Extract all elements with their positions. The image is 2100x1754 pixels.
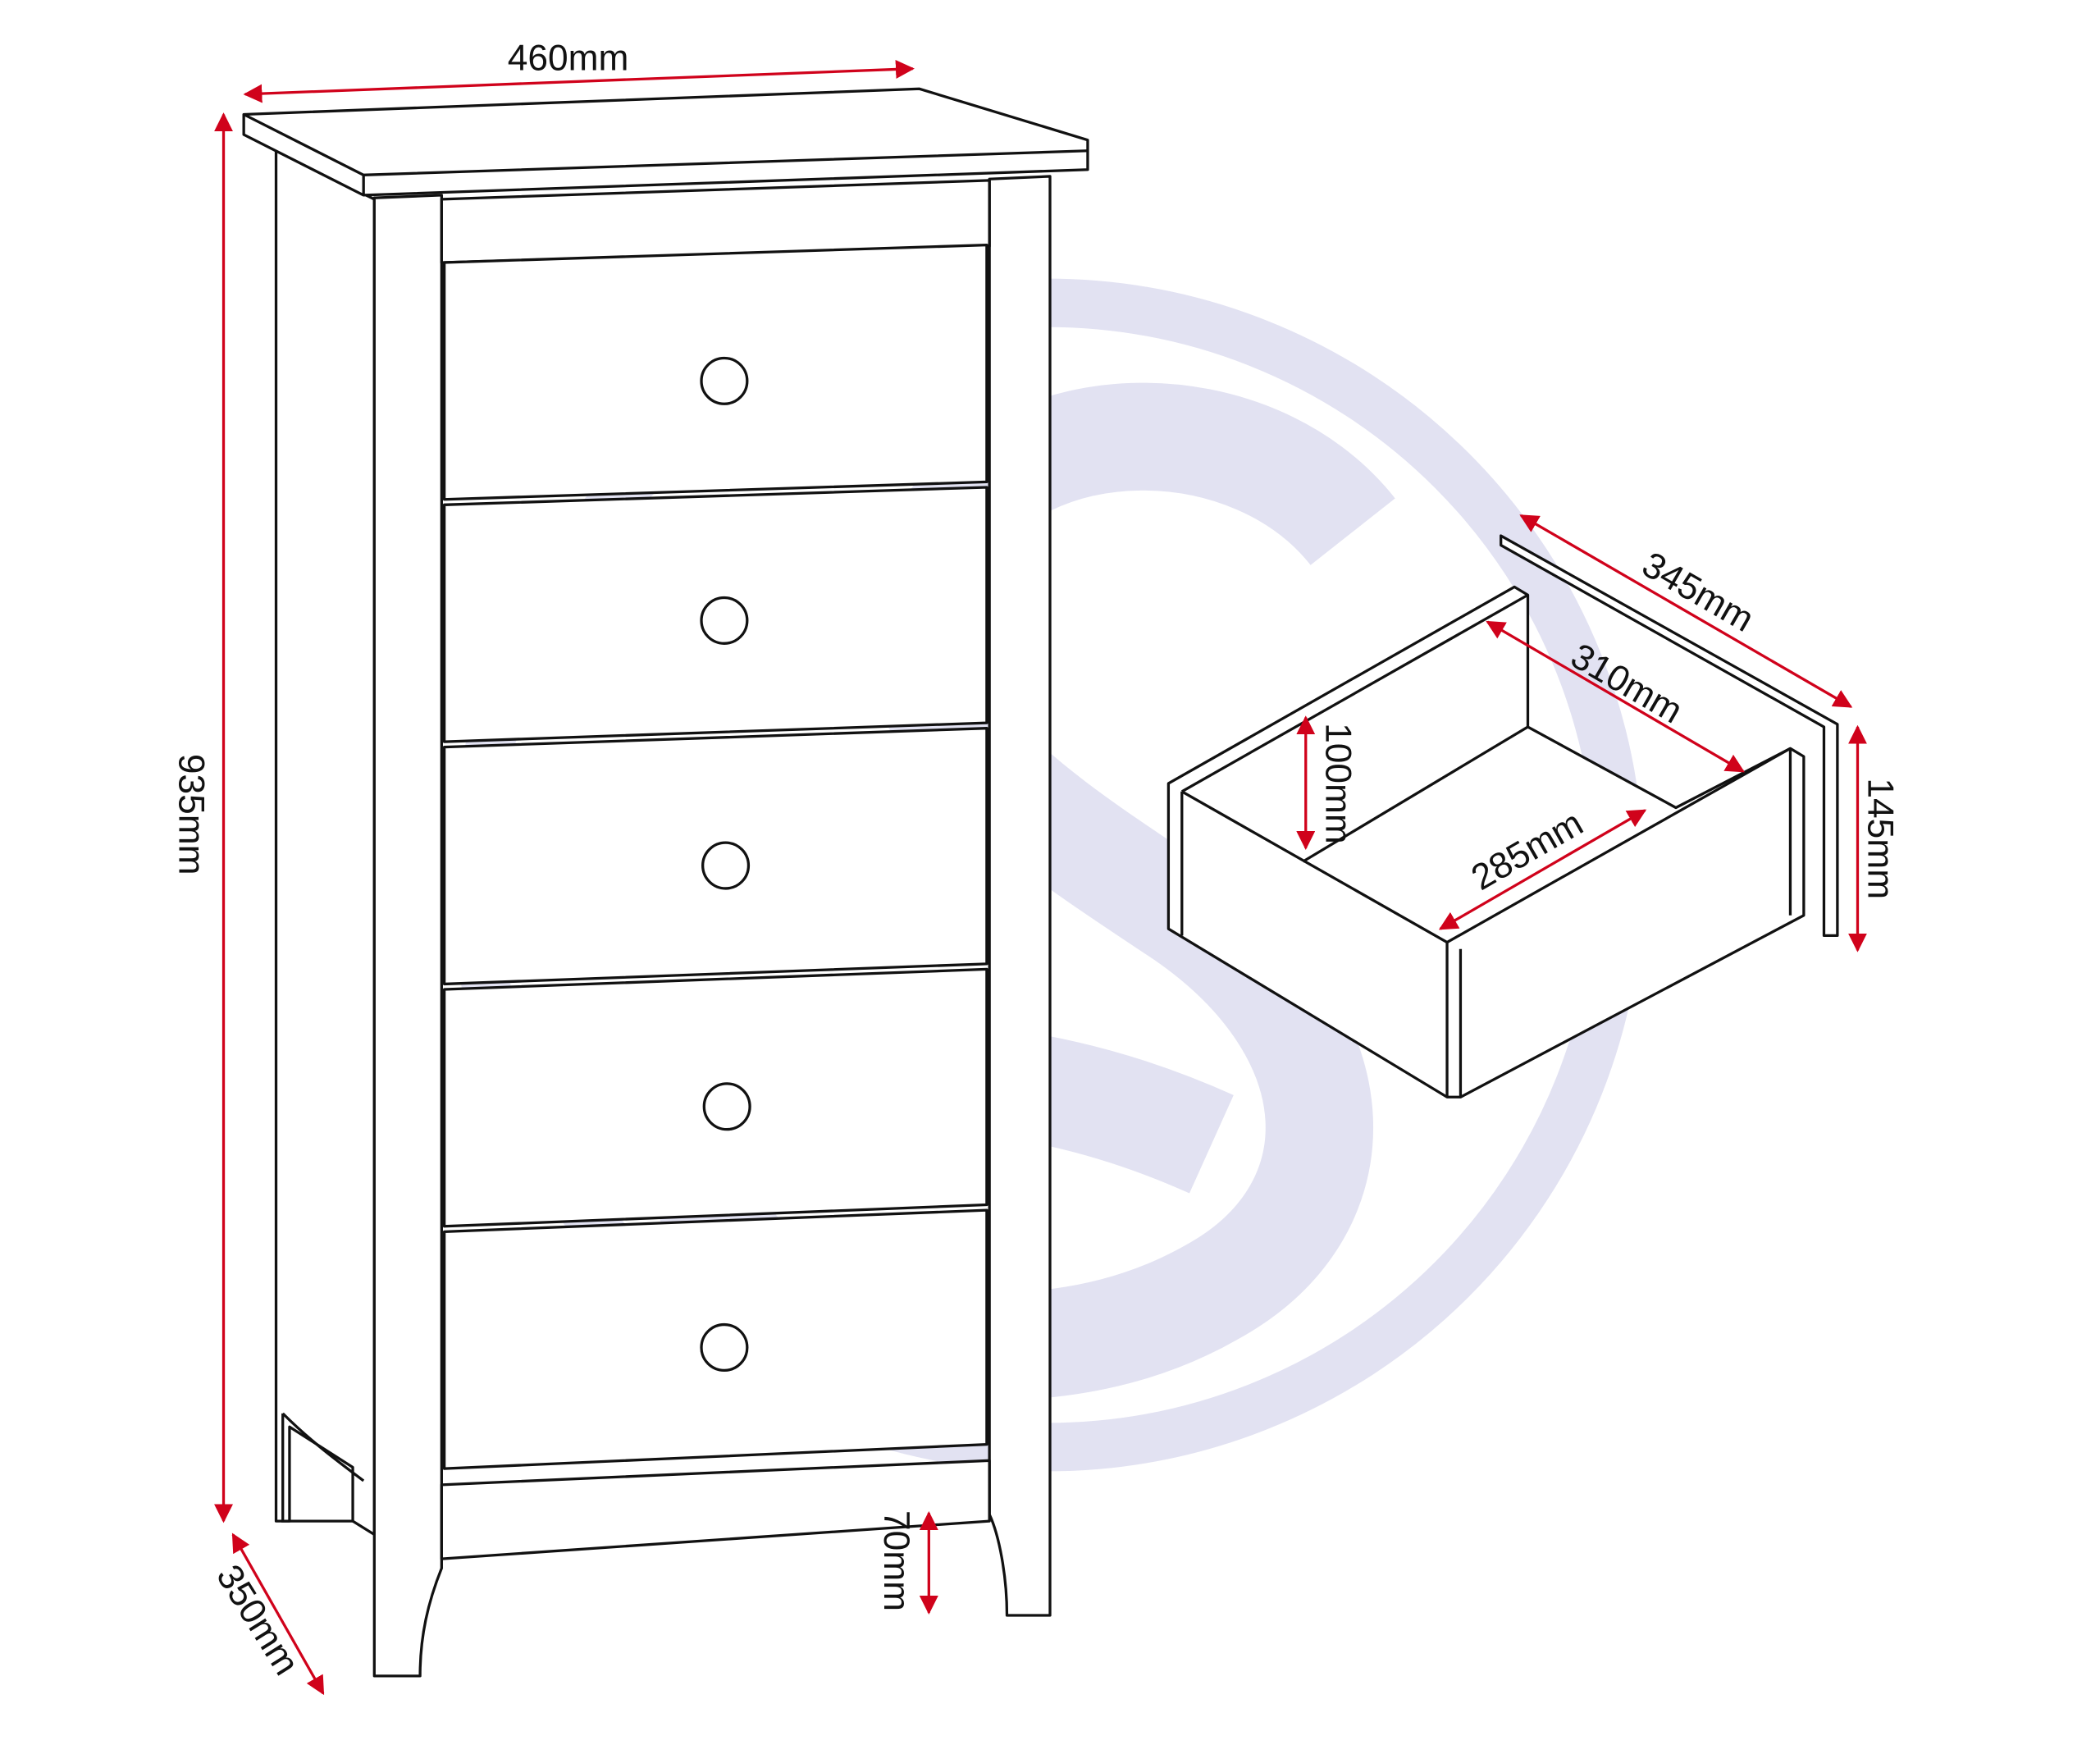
width-label: 460mm bbox=[508, 38, 629, 78]
drawer-knob bbox=[700, 596, 749, 645]
drawer-outer-height-label: 145mm bbox=[1860, 778, 1901, 899]
chest-top bbox=[242, 87, 1089, 197]
drawer-knob bbox=[701, 841, 751, 890]
leg-height-label: 70mm bbox=[876, 1510, 916, 1611]
right-front-leg bbox=[988, 175, 1052, 1617]
left-front-leg bbox=[372, 194, 443, 1678]
drawer-fronts bbox=[442, 243, 988, 1470]
drawer-knob bbox=[702, 1082, 751, 1131]
drawer-knob bbox=[700, 356, 749, 405]
height-label: 935mm bbox=[171, 754, 211, 875]
dimension-lines bbox=[214, 59, 1867, 1696]
drawer-inner-height-label: 100mm bbox=[1317, 723, 1358, 844]
chest-of-drawers bbox=[242, 87, 1089, 1678]
drawer-knob bbox=[700, 1322, 749, 1373]
